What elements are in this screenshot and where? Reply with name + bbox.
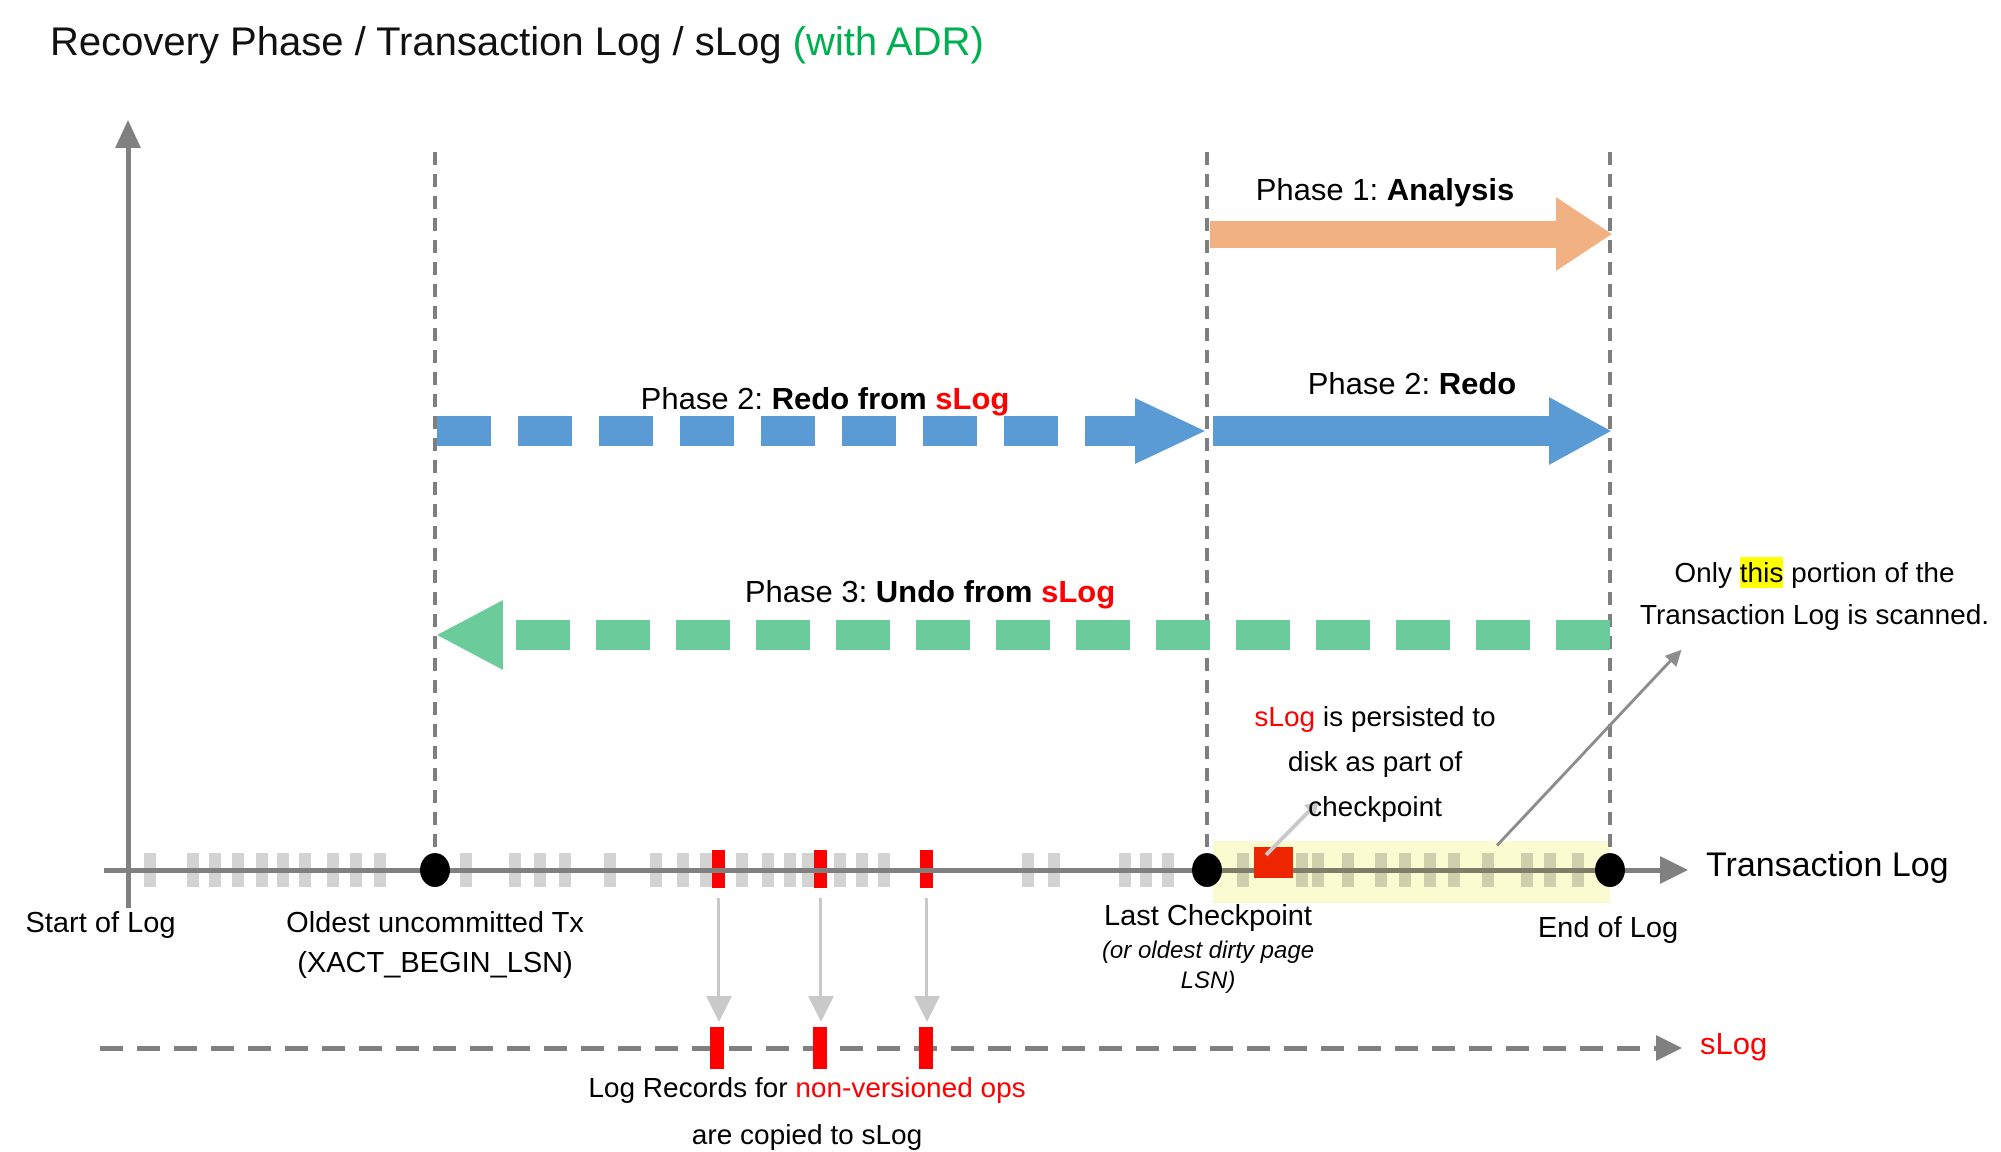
scan-note-pre: Only [1674,557,1740,588]
scan-note-highlight: this [1739,557,1784,588]
phase3-prefix: Phase 3: [744,574,876,609]
phase2-redo-arrow [1213,416,1549,446]
persist-note-line2: disk as part of [1287,746,1463,777]
persist-note-line3: checkpoint [1308,791,1442,822]
y-axis-line [126,146,131,908]
title-main: Recovery Phase / Transaction Log / sLog [50,20,793,64]
persist-note-slog: sLog [1254,701,1316,732]
scan-note-line1: Only this portion of the [1628,552,2001,594]
phase3-red: sLog [1041,574,1116,609]
copy-connector-arrowhead-icon [706,996,732,1022]
slog-record-tick [710,1027,724,1069]
persist-note: sLog is persisted to disk as part of che… [1225,694,1525,829]
timeline-marker-dot [1595,853,1625,887]
phase2-slog-red: sLog [935,381,1010,416]
phase2-label: Phase 2: Redo [1212,366,1612,402]
end-of-log-label: End of Log [1537,912,1679,944]
timeline-marker-dot [420,853,450,887]
phase2-prefix: Phase 2: [1307,366,1439,401]
copy-connector-line [819,898,822,998]
copy-note: Log Records for non-versioned ops are co… [547,1064,1067,1152]
phase3-name: Undo from [875,574,1042,609]
phase2-slog-label: Phase 2: Redo from sLog [575,381,1075,417]
phase2-arrowhead-icon [1549,397,1611,465]
copy-connector-arrowhead-icon [808,996,834,1022]
phase3-undo-from-slog-arrow [503,620,1610,650]
phase2-slog-prefix: Phase 2: [640,381,772,416]
oldest-tx-label: Oldest uncommitted Tx (XACT_BEGIN_LSN) [275,903,595,983]
copy-connector-line [925,898,928,998]
scan-note-line2: Transaction Log is scanned. [1639,599,1990,630]
y-axis-arrowhead-icon [115,120,141,148]
end-of-log-dashed-line [1608,152,1612,868]
slog-checkpoint-square [1254,847,1293,878]
copy-note-red: non-versioned ops [795,1072,1026,1103]
copy-note-pre: Log Records for [588,1072,796,1103]
copy-connector-line [717,898,720,998]
copy-connector-arrowhead-icon [914,996,940,1022]
phase1-name: Analysis [1386,172,1515,207]
last-checkpoint-line1: Last Checkpoint [1104,900,1312,932]
slog-label: sLog [1700,1026,1768,1061]
copy-note-line1: Log Records for non-versioned ops [547,1064,1067,1111]
transaction-log-arrowhead-icon [1660,856,1688,884]
slog-record-tick [919,1027,933,1069]
phase2-slog-name: Redo from [771,381,936,416]
copy-note-line2: are copied to sLog [691,1119,923,1150]
phase1-analysis-arrow [1210,221,1556,248]
oldest-tx-line1: Oldest uncommitted Tx [286,907,584,939]
scan-note: Only this portion of the Transaction Log… [1628,552,2001,636]
last-checkpoint-line2: (or oldest dirty page [1101,937,1315,964]
phase2-redo-from-slog-arrow [437,416,1135,446]
phase2-slog-arrowhead-icon [1135,398,1205,464]
phase1-prefix: Phase 1: [1255,172,1387,207]
transaction-log-label: Transaction Log [1706,846,1949,884]
phase3-arrowhead-icon [437,600,503,670]
phase2-name: Redo [1438,366,1517,401]
last-checkpoint-line3: LSN) [1180,967,1236,994]
persist-note-rest: is persisted to [1315,701,1496,732]
phase1-arrowhead-icon [1556,197,1612,271]
oldest-tx-line2: (XACT_BEGIN_LSN) [297,947,573,979]
page-title: Recovery Phase / Transaction Log / sLog … [50,20,984,65]
phase3-label: Phase 3: Undo from sLog [680,574,1180,610]
timeline-marker-dot [1192,853,1222,887]
slog-arrowhead-icon [1656,1035,1682,1061]
last-checkpoint-label: Last Checkpoint (or oldest dirty page LS… [1053,896,1363,996]
slog-axis [100,1046,1658,1051]
scan-note-arrowhead-icon [1664,643,1687,667]
start-of-log-label: Start of Log [25,907,176,939]
oldest-tx-dashed-line [433,152,437,868]
phase1-label: Phase 1: Analysis [1185,172,1585,208]
transaction-log-axis [104,868,1662,873]
scan-note-post: portion of the [1783,557,1955,588]
persist-note-line1: sLog is persisted to [1225,694,1525,739]
slog-record-tick [813,1027,827,1069]
checkpoint-dashed-line [1205,152,1209,868]
title-adr-suffix: (with ADR) [792,20,984,64]
